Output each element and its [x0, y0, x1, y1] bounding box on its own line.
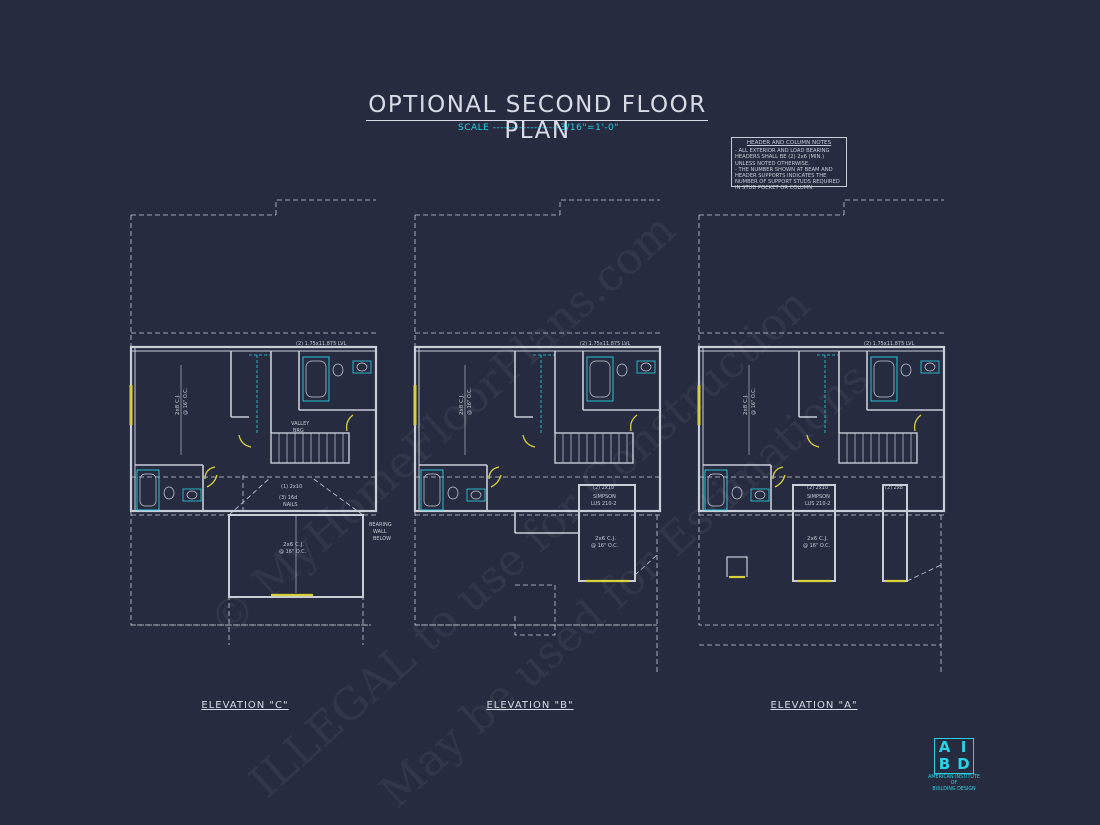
plan-elevation-a: (2) 1.75x11.875 LVL 2x8 C.J. @ 16" O.C. … [697, 198, 946, 675]
simpson-label: SIMPSON [593, 494, 616, 500]
notes-line: UNLESS NOTED OTHERWISE. [735, 160, 810, 167]
notes-line: NUMBER OF SUPPORT STUDS REQUIRED [735, 179, 840, 186]
notes-line: - THE NUMBER SHOWN AT BEAM AND [735, 166, 833, 173]
joist-label: 2x8 C.J. [175, 394, 181, 415]
bearing-wall-label: BEARING [369, 522, 392, 528]
joist-spacing-label: @ 16" O.C. [467, 387, 473, 415]
lower-joist-spacing: @ 16" O.C. [803, 543, 831, 549]
plan-elevation-b: (2) 1.75x11.875 LVL 2x8 C.J. @ 16" O.C. … [413, 198, 662, 675]
header-label: (2) 2x10 [593, 485, 614, 491]
header-label: (1) 2x10 [281, 484, 302, 490]
joist-label: 2x8 C.J. [743, 394, 749, 415]
simpson-model-label: LUS 210-2 [805, 501, 831, 507]
scale-note: SCALE ------------------3/16"=1'-0" [458, 123, 619, 133]
lower-joist-spacing: @ 16" O.C. [279, 549, 307, 555]
logo-caption: AMERICAN INSTITUTE OF BUILDING DESIGN [920, 775, 988, 793]
beam-label: (2) 1.75x11.875 LVL [580, 341, 631, 347]
beam-label: (2) 1.75x11.875 LVL [296, 341, 347, 347]
logo-letter: B [938, 755, 951, 773]
logo-caption-line: BUILDING DESIGN [932, 787, 976, 792]
logo-caption-line: AMERICAN INSTITUTE [928, 775, 980, 780]
logo-letter: I [960, 738, 967, 756]
joist-spacing-label: @ 16" O.C. [751, 387, 757, 415]
simpson-model-label: LUS 210-2 [591, 501, 617, 507]
bearing-wall-label-2: WALL [373, 529, 387, 535]
plan-elevation-c: (2) 1.75x11.875 LVL 2x8 C.J. @ 16" O.C. … [129, 198, 392, 645]
notes-heading: HEADER AND COLUMN NOTES [746, 140, 832, 146]
header-nails-label-2: NAILS [283, 502, 298, 508]
notes-line: HEADERS SHALL BE (2) 2x6 (MIN.) [735, 154, 825, 161]
elevation-c-label: ELEVATION "C" [201, 700, 289, 711]
valley-label: VALLEY [291, 421, 310, 427]
joist-label: 2x8 C.J. [459, 394, 465, 415]
logo-letter: D [957, 755, 970, 773]
beam-label: (2) 1.75x11.875 LVL [864, 341, 915, 347]
notes-line: IN STUD POCKET OR COLUMN. [735, 185, 814, 192]
bearing-wall-label-3: BELOW [373, 536, 391, 542]
sheet-title: OPTIONAL SECOND FLOOR PLAN [368, 92, 707, 144]
joist-spacing-label: @ 16" O.C. [183, 387, 189, 415]
aibd-logo: A I B D [934, 738, 974, 774]
simpson-label: SIMPSON [807, 494, 830, 500]
elevation-a-label: ELEVATION "A" [770, 700, 858, 711]
notes-line: HEADER SUPPORTS INDICATES THE [735, 173, 827, 180]
header-label: (2) 2x10 [807, 485, 828, 491]
notes-line: - ALL EXTERIOR AND LOAD BEARING [735, 148, 830, 155]
valley-label-2: BRG [293, 428, 304, 434]
logo-caption-line: OF [950, 781, 958, 786]
logo-letter: A [938, 738, 951, 756]
header-label-right: (2) 2x8 [885, 485, 903, 491]
lower-joist-label: 2x6 C.J. [595, 536, 616, 542]
lower-joist-label: 2x6 C.J. [807, 536, 828, 542]
header-column-notes: HEADER AND COLUMN NOTES - ALL EXTERIOR A… [731, 137, 847, 191]
lower-joist-spacing: @ 16" O.C. [591, 543, 619, 549]
header-nails-label: (3) 16d [279, 495, 297, 501]
title-underline [366, 120, 708, 121]
elevation-b-label: ELEVATION "B" [486, 700, 574, 711]
lower-joist-label: 2x6 C.J. [283, 542, 304, 548]
